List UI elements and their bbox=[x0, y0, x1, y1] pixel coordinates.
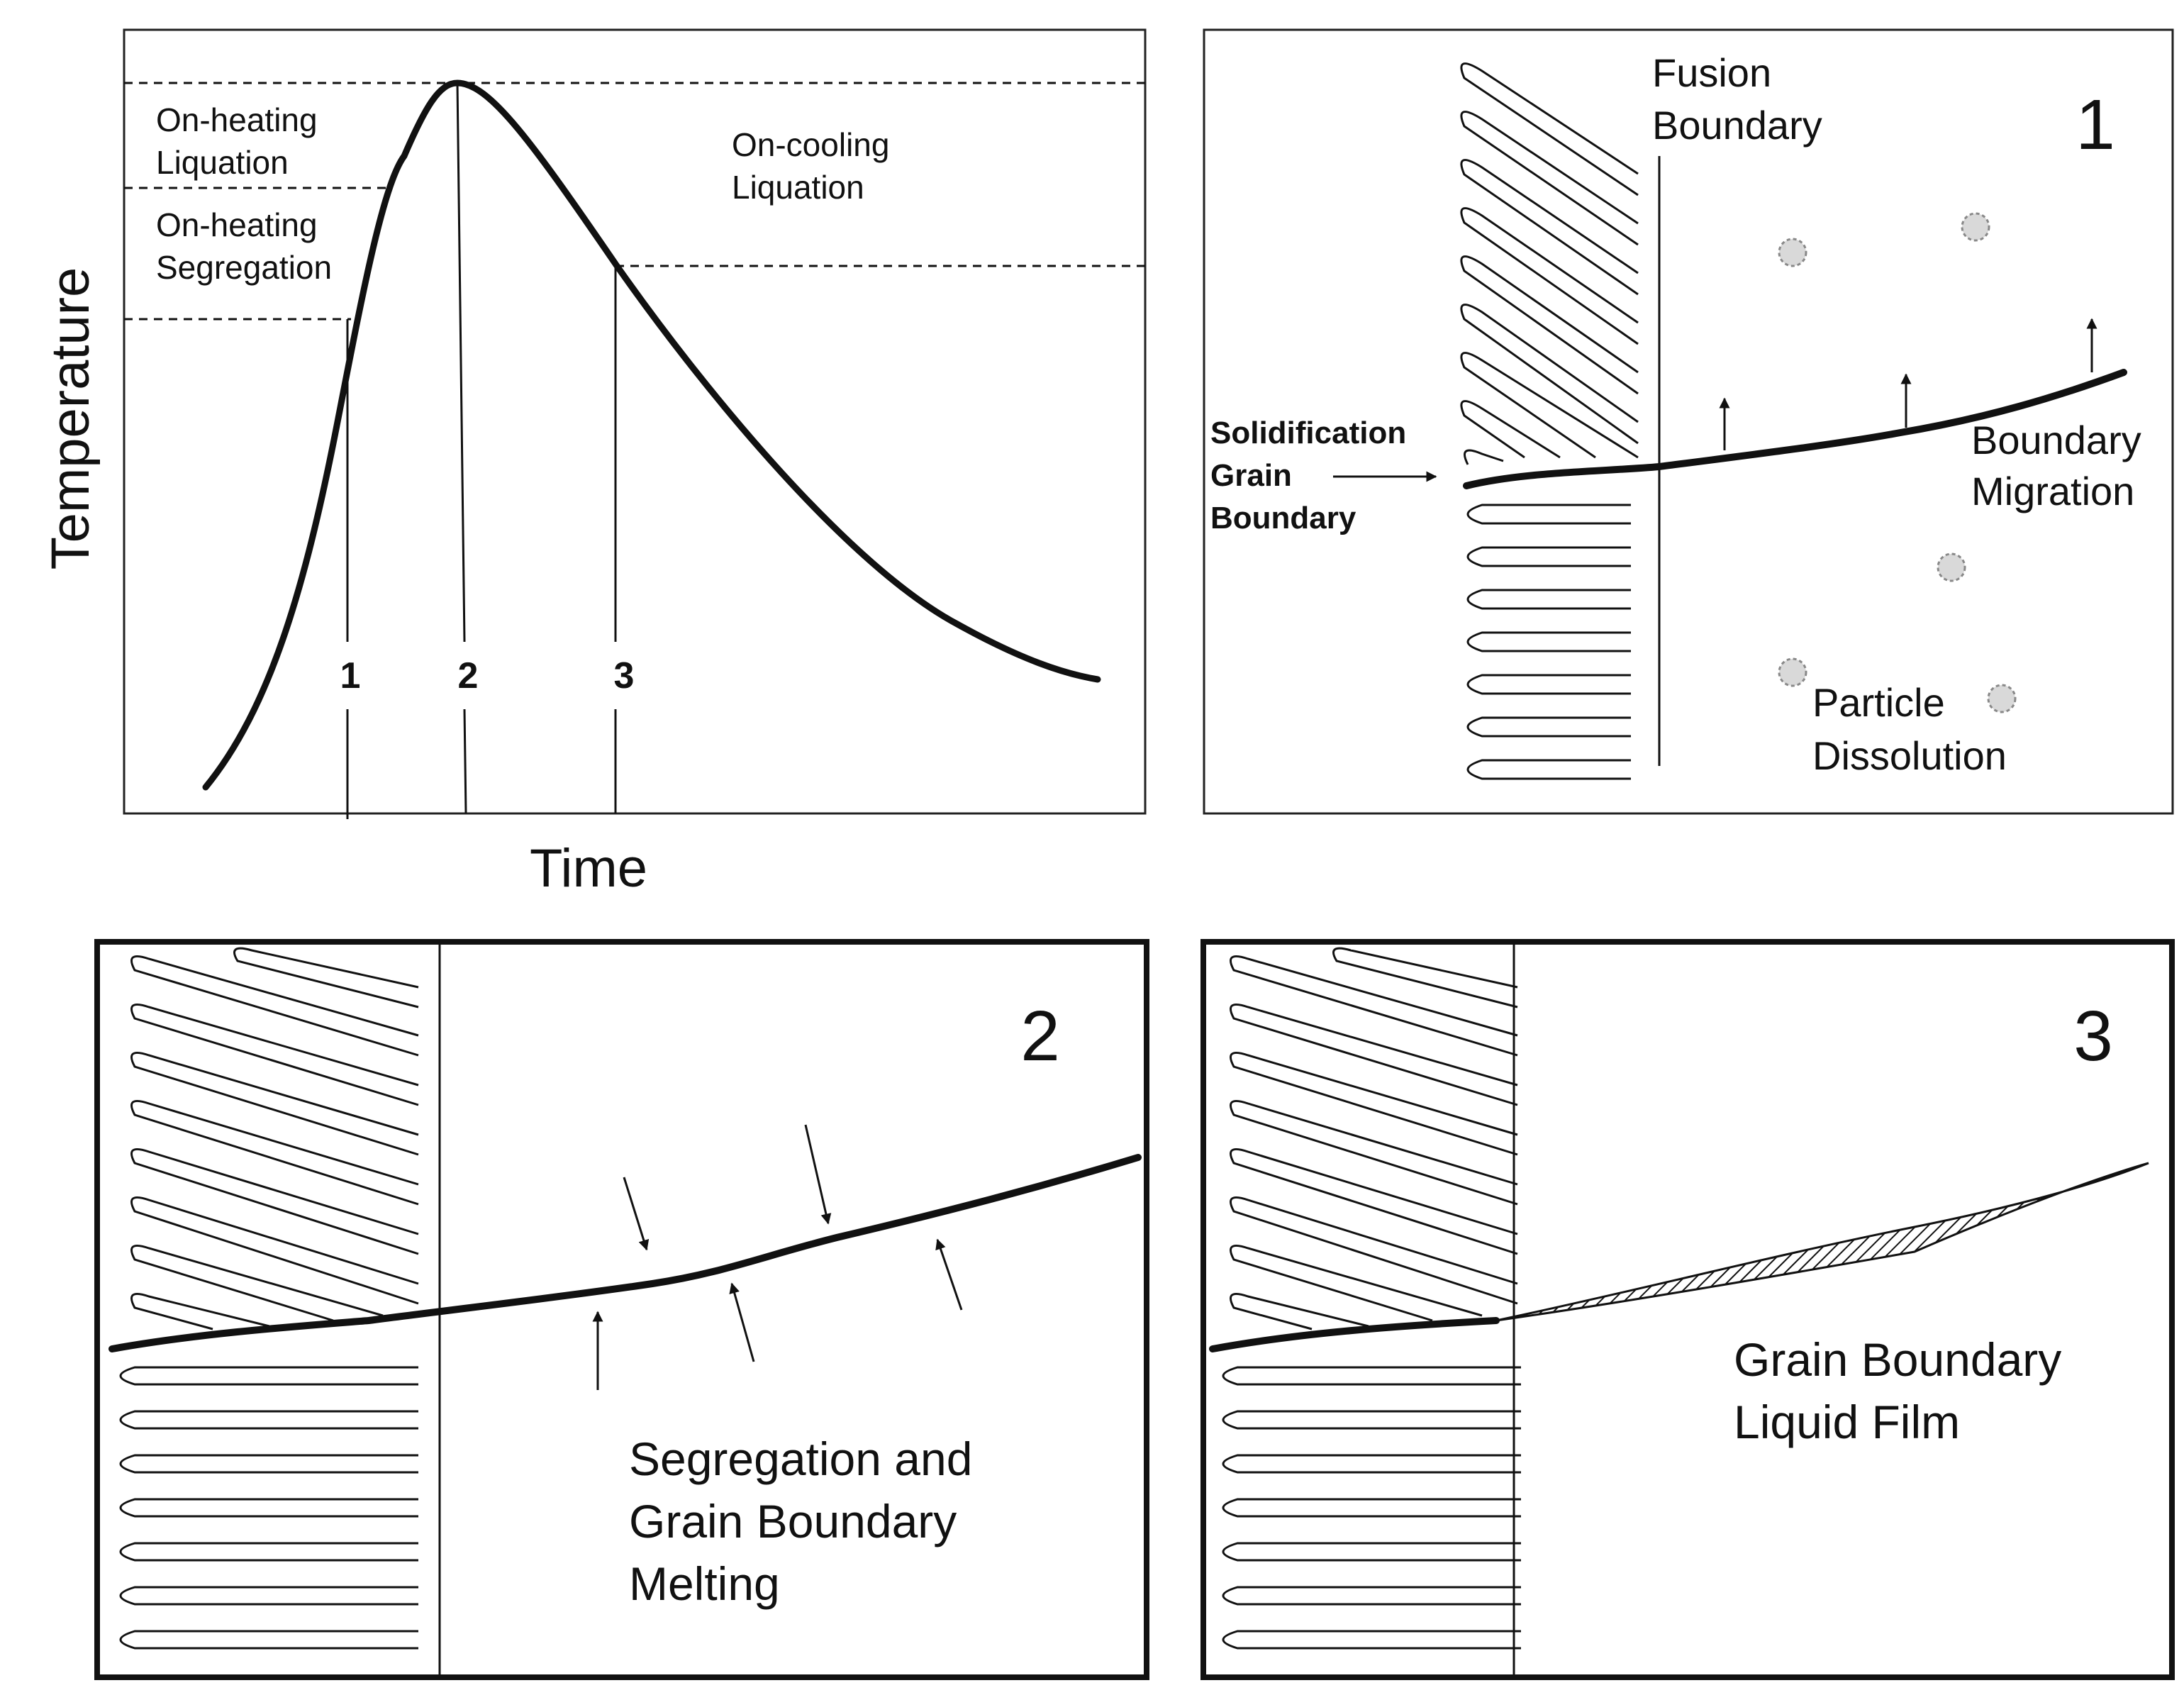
panel-3-number: 3 bbox=[2073, 996, 2113, 1076]
particle-dissolution-label-line1: Particle bbox=[1812, 680, 1945, 725]
solidification-grain-boundary-label-line2: Grain bbox=[1210, 458, 1292, 493]
graph-frame bbox=[123, 28, 1147, 815]
segregation-arrow bbox=[729, 1282, 755, 1362]
panel-3-frame bbox=[1200, 939, 2175, 1680]
particle bbox=[1778, 238, 1807, 267]
panel-2-lower-dendrites bbox=[119, 1366, 418, 1650]
panel-2: 2 Segregation and bbox=[94, 939, 1149, 1680]
panel-2-number: 2 bbox=[1020, 996, 1060, 1076]
on-heating-segregation-label-line1: On-heating bbox=[156, 206, 318, 243]
thermal-cycle-graph: 1 2 3 On-heating Liquation On-heating Se… bbox=[40, 28, 1147, 899]
time-marker-3: 3 bbox=[614, 655, 635, 696]
on-heating-liquation-label-line1: On-heating bbox=[156, 101, 318, 138]
solidification-grain-boundary-label-line1: Solidification bbox=[1210, 416, 1406, 450]
boundary-migration-label-line1: Boundary bbox=[1971, 418, 2141, 462]
time-marker-line-2b bbox=[463, 708, 467, 814]
time-marker-2: 2 bbox=[458, 655, 479, 696]
segregation-arrow bbox=[935, 1238, 963, 1311]
thermal-cycle-curve bbox=[202, 79, 1101, 791]
time-marker-1: 1 bbox=[340, 655, 361, 696]
segregation-arrow bbox=[804, 1124, 832, 1225]
panel-3-lower-dendrites bbox=[1222, 1366, 1521, 1650]
time-marker-line-2a bbox=[456, 82, 466, 643]
panel-1-number: 1 bbox=[2076, 85, 2115, 165]
panel-3-caption-line1: Grain Boundary bbox=[1734, 1333, 2061, 1386]
panel-3-grain-boundary bbox=[1209, 1317, 1500, 1352]
grain-boundary-liquid-film bbox=[1495, 1162, 2149, 1322]
panel-1-upper-dendrites bbox=[1460, 62, 1639, 465]
fusion-boundary-label-line2: Boundary bbox=[1652, 103, 1822, 148]
panel-1-frame bbox=[1203, 28, 2174, 815]
x-axis-title: Time bbox=[530, 838, 647, 899]
panel-2-grain-boundary bbox=[108, 1154, 1142, 1352]
particle-dissolution-label-line2: Dissolution bbox=[1812, 733, 2007, 778]
panel-3-upper-dendrites bbox=[1230, 947, 1518, 1330]
particle bbox=[1961, 212, 1990, 242]
panel-2-frame bbox=[94, 939, 1149, 1680]
on-heating-segregation-label-line2: Segregation bbox=[156, 249, 332, 286]
panel-2-upper-dendrites bbox=[130, 947, 419, 1330]
panel-2-caption-line2: Grain Boundary bbox=[629, 1495, 957, 1547]
boundary-migration-label-line2: Migration bbox=[1971, 469, 2134, 513]
panel-1: 1 Fusion Boundary bbox=[1203, 28, 2174, 815]
solidification-grain-boundary-label-line3: Boundary bbox=[1210, 501, 1356, 535]
particle bbox=[1937, 552, 1966, 582]
panel-3-caption-line2: Liquid Film bbox=[1734, 1396, 1960, 1448]
on-cooling-liquation-label-line2: Liquation bbox=[732, 169, 864, 206]
panel-1-lower-dendrites bbox=[1466, 504, 1631, 780]
panel-2-caption-line1: Segregation and bbox=[629, 1433, 972, 1485]
panel-2-caption-line3: Melting bbox=[629, 1557, 780, 1610]
panel-1-grain-boundary bbox=[1463, 369, 2127, 489]
particle bbox=[1778, 657, 1807, 687]
segregation-arrow bbox=[623, 1177, 650, 1251]
fusion-boundary-label-line1: Fusion bbox=[1652, 50, 1771, 95]
on-heating-liquation-label-line2: Liquation bbox=[156, 144, 289, 181]
panel-3: 3 Grain Boundary Liquid Film bbox=[1200, 939, 2175, 1680]
y-axis-title: Temperature bbox=[40, 267, 101, 570]
on-cooling-liquation-label-line1: On-cooling bbox=[732, 126, 889, 163]
particle bbox=[1987, 684, 2017, 713]
